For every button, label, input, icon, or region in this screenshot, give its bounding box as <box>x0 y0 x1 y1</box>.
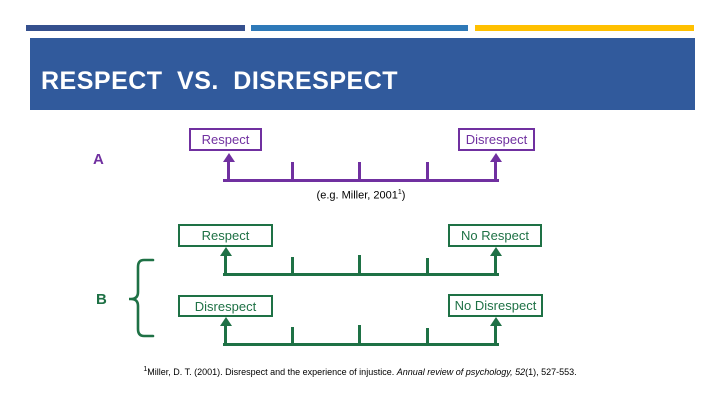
scale-b2-right-box: No Disrespect <box>448 294 543 317</box>
scale-a-tick <box>358 162 361 180</box>
footnote-journal-italic: Annual review of psychology, 52 <box>396 367 526 377</box>
footnote-text: Miller, D. T. (2001). Disrespect and the… <box>147 367 397 377</box>
top-accent-bar-dark-blue <box>26 25 245 31</box>
top-accent-bar-yellow <box>475 25 694 31</box>
scale-a-left-arrow-stem <box>227 162 230 180</box>
scale-a-caption: (e.g. Miller, 20011) <box>223 189 499 202</box>
scale-a-left-up-arrow-icon <box>223 153 235 162</box>
footnote-citation: 1Miller, D. T. (2001). Disrespect and th… <box>0 366 720 377</box>
scale-b1-tick <box>291 257 294 274</box>
scale-a-right-box: Disrespect <box>458 128 535 151</box>
scale-b1-left-up-arrow-icon <box>220 247 232 256</box>
caption-text: (e.g. Miller, 2001 <box>316 189 398 202</box>
scale-b1-tick <box>426 258 429 274</box>
scale-b2-tick <box>291 327 294 344</box>
section-b-label: B <box>96 291 107 308</box>
scale-b2-right-arrow-stem <box>494 326 497 344</box>
scale-b2-right-up-arrow-icon <box>490 317 502 326</box>
scale-a-right-up-arrow-icon <box>490 153 502 162</box>
scale-b2-left-box: Disrespect <box>178 295 273 317</box>
left-curly-brace-icon <box>129 258 155 338</box>
scale-a-tick <box>426 162 429 180</box>
scale-b2-tick <box>358 325 361 344</box>
scale-b1-tick <box>358 255 361 274</box>
footnote-text-tail: (1), 527-553. <box>525 367 577 377</box>
scale-b1-right-up-arrow-icon <box>490 247 502 256</box>
scale-b1-left-arrow-stem <box>224 256 227 274</box>
scale-b2-baseline <box>223 343 499 346</box>
scale-b2-left-arrow-stem <box>224 326 227 344</box>
title-banner: RESPECT VS. DISRESPECT <box>30 38 695 110</box>
scale-b2-left-up-arrow-icon <box>220 317 232 326</box>
caption-text-tail: ) <box>401 189 406 202</box>
caption-superscript: 1 <box>397 189 402 196</box>
section-a-label: A <box>93 151 104 168</box>
scale-a-baseline <box>223 179 499 182</box>
scale-b1-baseline <box>223 273 499 276</box>
footnote-superscript: 1 <box>143 366 148 373</box>
scale-b2-tick <box>426 328 429 344</box>
scale-b1-right-arrow-stem <box>494 256 497 274</box>
scale-b1-left-box: Respect <box>178 224 273 247</box>
slide-title: RESPECT VS. DISRESPECT <box>41 66 399 95</box>
scale-a-left-box: Respect <box>189 128 262 151</box>
top-accent-bar-light-blue <box>251 25 468 31</box>
scale-b1-right-box: No Respect <box>448 224 542 247</box>
scale-a-right-arrow-stem <box>494 162 497 180</box>
scale-a-tick <box>291 162 294 180</box>
